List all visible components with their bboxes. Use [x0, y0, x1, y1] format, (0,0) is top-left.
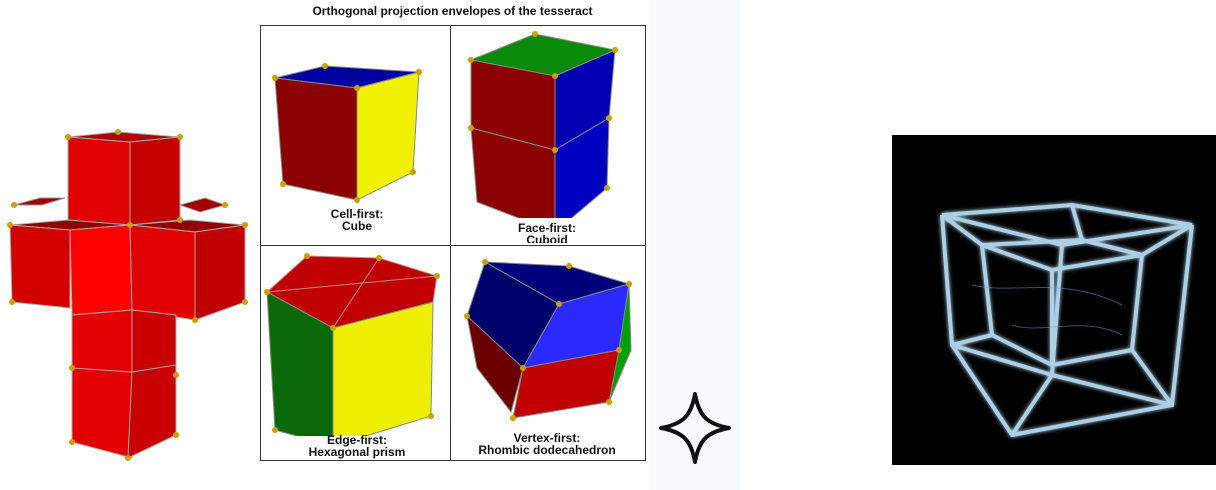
cell-first-title: Cell-first: — [330, 207, 384, 221]
vertex-first-label: Vertex-first: Rhombic dodecahedron — [451, 432, 643, 456]
vertex-first-subtitle: Rhombic dodecahedron — [478, 443, 616, 457]
rhombic-dodecahedron-illustration — [464, 259, 632, 421]
cell-first-cube-cell: Cell-first: Cube — [261, 26, 453, 243]
cell-first-subtitle: Cube — [342, 219, 372, 233]
face-first-cuboid-cell: Face-first: Cuboid — [451, 26, 643, 243]
side-panel — [649, 0, 740, 490]
hexagonal-prism-illustration — [264, 253, 440, 436]
edge-first-title: Edge-first: — [327, 433, 387, 447]
tesseract-render-image — [892, 135, 1216, 465]
cuboid-illustration — [468, 31, 618, 218]
face-first-title: Face-first: — [517, 221, 576, 235]
four-point-star-icon[interactable] — [657, 390, 733, 466]
edge-first-hexprism-cell: Edge-first: Hexagonal prism — [261, 246, 453, 463]
cell-first-label: Cell-first: Cube — [261, 208, 453, 232]
face-first-label: Face-first: Cuboid — [451, 222, 643, 243]
projection-grid: Cell-first: Cube Face-first: Cuboid — [260, 25, 646, 461]
projection-envelopes-figure: Orthogonal projection envelopes of the t… — [256, 0, 649, 465]
tesseract-net-image — [0, 120, 252, 470]
edge-first-subtitle: Hexagonal prism — [308, 445, 406, 459]
face-first-subtitle: Cuboid — [526, 233, 568, 243]
grid-divider-vertical — [450, 26, 451, 460]
grid-divider-horizontal — [261, 245, 645, 246]
vertex-first-title: Vertex-first: — [513, 431, 581, 445]
figure-title: Orthogonal projection envelopes of the t… — [312, 4, 593, 18]
edge-first-label: Edge-first: Hexagonal prism — [261, 434, 453, 458]
vertex-first-rhombic-cell: Vertex-first: Rhombic dodecahedron — [451, 246, 643, 463]
cube-illustration — [272, 63, 422, 203]
